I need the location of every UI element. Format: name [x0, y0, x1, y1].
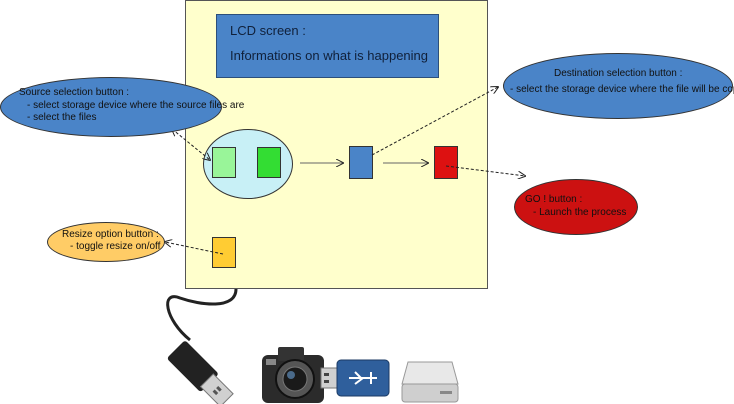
usb-cable-wire — [166, 288, 238, 342]
go-callout-title: GO ! button : — [525, 194, 583, 205]
destination-button[interactable] — [349, 146, 373, 179]
lcd-info-text: Informations on what is happening — [230, 48, 429, 63]
hard-drive-icon — [401, 361, 459, 403]
usb-cable-icon — [167, 341, 234, 404]
source-callout-line-2: - select the files — [27, 112, 97, 123]
destination-callout: Destination selection button : - select … — [503, 53, 734, 119]
source-callout-line-1: - select storage device where the source… — [27, 100, 245, 111]
destination-callout-line-1: - select the storage device where the fi… — [510, 84, 734, 95]
resize-callout-line-1: - toggle resize on/off — [70, 241, 161, 252]
source-callout-title: Source selection button : — [19, 87, 130, 98]
resize-button[interactable] — [212, 237, 236, 268]
lcd-title: LCD screen : — [230, 23, 306, 38]
go-callout-line-1: - Launch the process — [533, 207, 627, 218]
resize-callout: Resize option button : - toggle resize o… — [47, 222, 165, 262]
go-button[interactable] — [434, 146, 458, 179]
source-button-storage[interactable] — [212, 147, 236, 178]
go-callout-connector — [445, 165, 525, 176]
usb-stick-icon — [320, 359, 390, 397]
destination-callout-connector — [371, 87, 498, 156]
go-callout: GO ! button : - Launch the process — [514, 179, 638, 235]
source-callout: Source selection button : - select stora… — [0, 77, 244, 137]
destination-callout-title: Destination selection button : — [554, 68, 683, 79]
camera-icon — [262, 347, 324, 403]
resize-callout-title: Resize option button : — [62, 229, 159, 240]
lcd-screen: LCD screen : Informations on what is hap… — [216, 14, 439, 78]
source-button-files[interactable] — [257, 147, 281, 178]
source-callout-connector — [172, 129, 210, 160]
